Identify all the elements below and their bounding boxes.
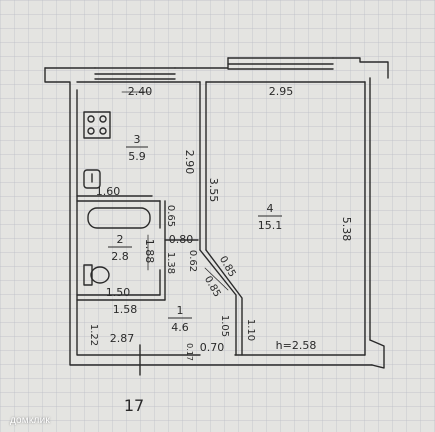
dim-door-b: 0.80 <box>169 233 194 246</box>
dim-door-a: 0.65 <box>165 205 176 227</box>
dim-hall-width: 1.58 <box>113 303 138 316</box>
dim-door-h: 1.10 <box>245 319 256 341</box>
room-3-number: 3 <box>134 133 141 146</box>
dim-kitchen-width: 2.40 <box>128 85 153 98</box>
toilet <box>83 264 110 286</box>
dim-hall-side: 1.22 <box>88 324 99 346</box>
room-3-area: 5.9 <box>128 150 146 163</box>
dim-door-c: 0.62 <box>187 250 198 272</box>
dim-door-f: 1.05 <box>219 315 230 337</box>
dim-door-e: 0.85 <box>202 274 223 299</box>
dim-room-depth: 5.38 <box>340 217 353 242</box>
watermark-logo: домклик <box>10 415 50 426</box>
dim-bath-length: 1.88 <box>143 239 156 264</box>
dim-room-width: 2.95 <box>269 85 294 98</box>
kitchen-stove <box>83 111 111 139</box>
interior-partitions <box>76 81 243 376</box>
dim-bath-inner-length: 1.38 <box>165 252 176 274</box>
bathtub <box>87 207 151 229</box>
outer-walls <box>44 57 389 369</box>
room-4-area: 15.1 <box>258 219 283 232</box>
dim-partition-length: 3.55 <box>207 178 220 203</box>
apartment-number: 17 <box>124 396 144 415</box>
dim-ceiling-height: h=2.58 <box>276 339 317 352</box>
dim-bath-width: 1.50 <box>106 286 131 299</box>
dim-door-g: 0.70 <box>200 341 225 354</box>
room-4-number: 4 <box>267 202 274 215</box>
room-1-area: 4.6 <box>171 321 189 334</box>
room-1-number: 1 <box>177 304 184 317</box>
room-2-area: 2.8 <box>111 250 129 263</box>
room-2-number: 2 <box>117 233 124 246</box>
dim-wall-g: 0.17 <box>185 343 194 361</box>
dim-kitchen-partition: 1.60 <box>96 185 121 198</box>
dim-hall-length: 2.87 <box>110 332 135 345</box>
kitchen-sink <box>83 169 101 189</box>
dim-kitchen-length: 2.90 <box>183 150 196 175</box>
